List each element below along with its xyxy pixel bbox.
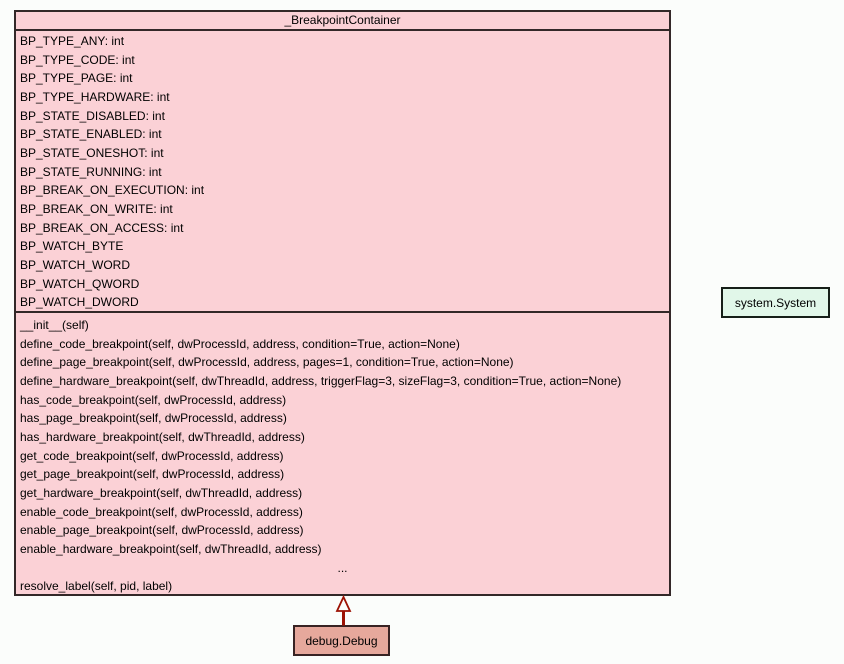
attribute-row: BP_STATE_ONESHOT: int [20,145,164,160]
class-title-breakpointcontainer[interactable]: _BreakpointContainer [16,12,669,31]
attribute-row: BP_WATCH_DWORD [20,295,139,310]
method-row: ... [337,560,348,575]
method-row: get_hardware_breakpoint(self, dwThreadId… [20,485,303,500]
method-row: enable_hardware_breakpoint(self, dwThrea… [20,541,322,556]
attribute-row: BP_TYPE_CODE: int [20,52,135,67]
attribute-row: BP_TYPE_HARDWARE: int [20,89,170,104]
attribute-row: BP_STATE_RUNNING: int [20,164,162,179]
method-row: enable_page_breakpoint(self, dwProcessId… [20,523,304,538]
method-row: define_page_breakpoint(self, dwProcessId… [20,355,514,370]
method-row: has_page_breakpoint(self, dwProcessId, a… [20,411,287,426]
method-row: __init__(self) [20,318,89,332]
attribute-row: BP_TYPE_PAGE: int [20,71,133,86]
attribute-row: BP_STATE_ENABLED: int [20,127,162,142]
attribute-row: BP_WATCH_QWORD [20,276,140,291]
method-row: resolve_label(self, pid, label) [20,579,173,594]
method-row: has_code_breakpoint(self, dwProcessId, a… [20,392,287,407]
attribute-row: BP_BREAK_ON_EXECUTION: int [20,183,205,198]
attribute-row: BP_TYPE_ANY: int [20,34,125,48]
method-row: define_code_breakpoint(self, dwProcessId… [20,336,460,351]
inheritance-arrow-head [335,594,352,612]
method-row: get_code_breakpoint(self, dwProcessId, a… [20,448,284,463]
class-title-debug: debug.Debug [305,633,378,648]
attribute-row: BP_WATCH_WORD [20,257,131,272]
attribute-row: BP_WATCH_BYTE [20,239,124,254]
attribute-row: BP_BREAK_ON_ACCESS: int [20,220,184,235]
class-box-system[interactable]: system.System [721,287,830,318]
attribute-row: BP_BREAK_ON_WRITE: int [20,201,173,216]
methods-section: __init__(self) define_code_breakpoint(sel… [16,313,669,594]
method-row: has_hardware_breakpoint(self, dwThreadId… [20,429,305,444]
method-row: get_page_breakpoint(self, dwProcessId, a… [20,467,285,482]
method-row: define_hardware_breakpoint(self, dwThrea… [20,373,622,388]
class-box-debug[interactable]: debug.Debug [293,625,390,656]
method-row: enable_code_breakpoint(self, dwProcessId… [20,504,303,519]
attribute-row: BP_STATE_DISABLED: int [20,108,165,123]
class-title-system: system.System [734,295,817,310]
